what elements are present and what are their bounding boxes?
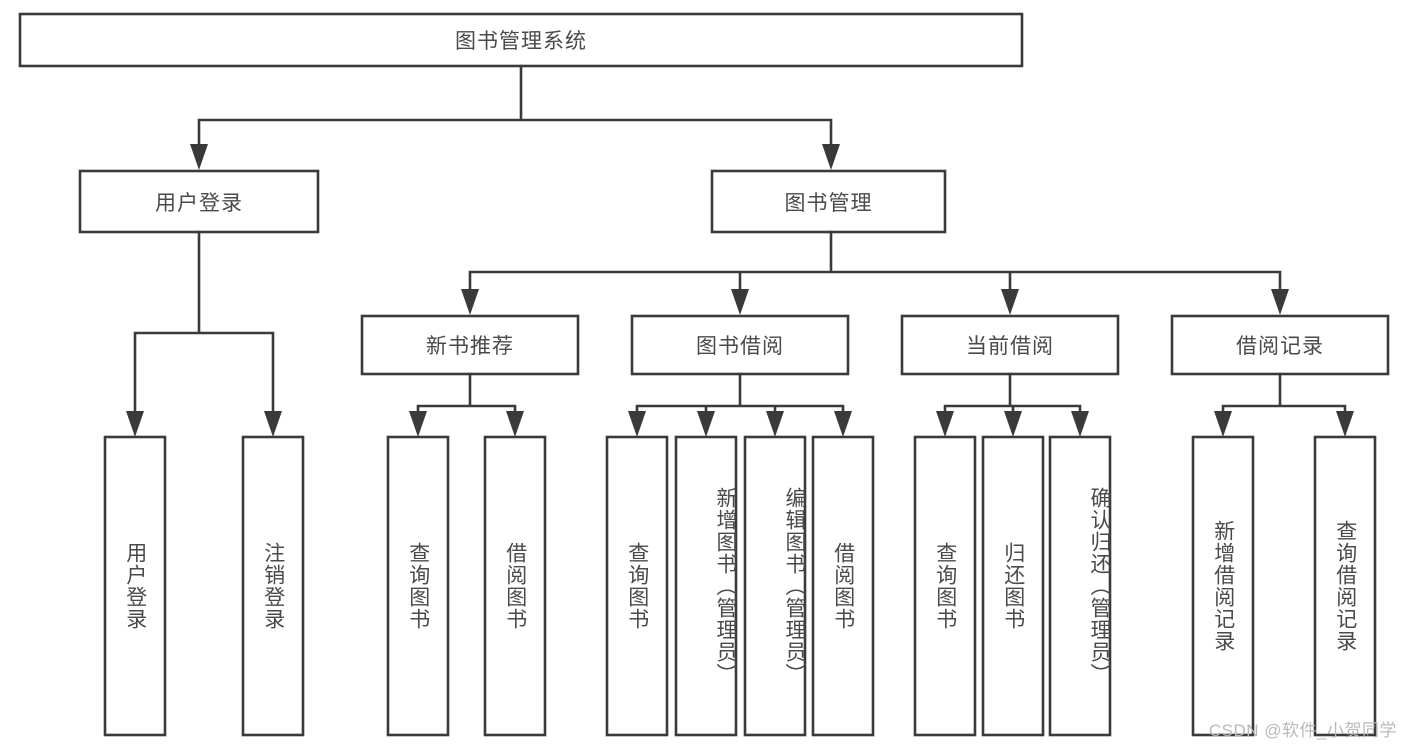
node-current-borrow-box[interactable] [900, 314, 1120, 376]
arrow-to-leaf-borrow-book-2 [834, 411, 852, 437]
connector-book-borrow-bus [635, 372, 845, 417]
connector-borrow-record-bus [1221, 372, 1347, 417]
node-root-box[interactable] [18, 12, 1024, 68]
leaf-edit-book-box[interactable] [743, 435, 807, 737]
connector-new-book-recommend-bus [416, 372, 517, 417]
leaf-return-book-box[interactable] [981, 435, 1045, 737]
leaf-query-book-1-box[interactable] [386, 435, 450, 737]
node-user-login-box[interactable] [78, 169, 320, 234]
csdn-watermark: CSDN @软件_小贺同学 [1208, 721, 1397, 740]
leaf-logout-login-box[interactable] [241, 435, 305, 737]
arrow-to-new-book-recommend [461, 289, 479, 315]
arrow-to-leaf-add-record [1214, 411, 1232, 437]
node-new-book-recommend-box[interactable] [360, 314, 580, 376]
arrow-to-leaf-return-book [1004, 411, 1022, 437]
arrow-to-user-login [190, 144, 208, 170]
arrow-to-borrow-record [1271, 289, 1289, 315]
leaf-query-book-2-box[interactable] [605, 435, 669, 737]
arrow-to-book-borrow [731, 289, 749, 315]
arrow-to-leaf-borrow-book-1 [506, 411, 524, 437]
node-book-borrow-box[interactable] [630, 314, 850, 376]
leaf-query-book-3-box[interactable] [913, 435, 977, 737]
leaf-confirm-return-box[interactable] [1048, 435, 1112, 737]
node-book-management-box[interactable] [710, 169, 947, 234]
leaf-add-record-box[interactable] [1191, 435, 1255, 737]
leaf-borrow-book-2-box[interactable] [811, 435, 875, 737]
arrow-to-leaf-edit-book [766, 411, 784, 437]
connector-book-management-bus [468, 230, 1282, 297]
arrow-to-leaf-query-record [1336, 411, 1354, 437]
arrow-to-leaf-query-book-1 [409, 411, 427, 437]
node-borrow-record-box[interactable] [1170, 314, 1390, 376]
arrow-to-book-management [822, 144, 840, 170]
leaf-user-login-box[interactable] [103, 435, 167, 737]
arrow-to-leaf-query-book-2 [628, 411, 646, 437]
arrow-to-leaf-logout-login [264, 411, 282, 437]
arrow-to-leaf-add-book [697, 411, 715, 437]
arrow-to-leaf-confirm-return [1071, 411, 1089, 437]
arrow-to-leaf-query-book-3 [936, 411, 954, 437]
leaf-add-book-box[interactable] [674, 435, 738, 737]
arrow-to-current-borrow [1001, 289, 1019, 315]
connector-user-login-bus [133, 230, 275, 417]
arrow-to-leaf-user-login [126, 411, 144, 437]
leaf-query-record-box[interactable] [1313, 435, 1377, 737]
connector-root-bus [197, 64, 833, 152]
connector-current-borrow-bus [943, 372, 1082, 417]
leaf-borrow-book-1-box[interactable] [483, 435, 547, 737]
